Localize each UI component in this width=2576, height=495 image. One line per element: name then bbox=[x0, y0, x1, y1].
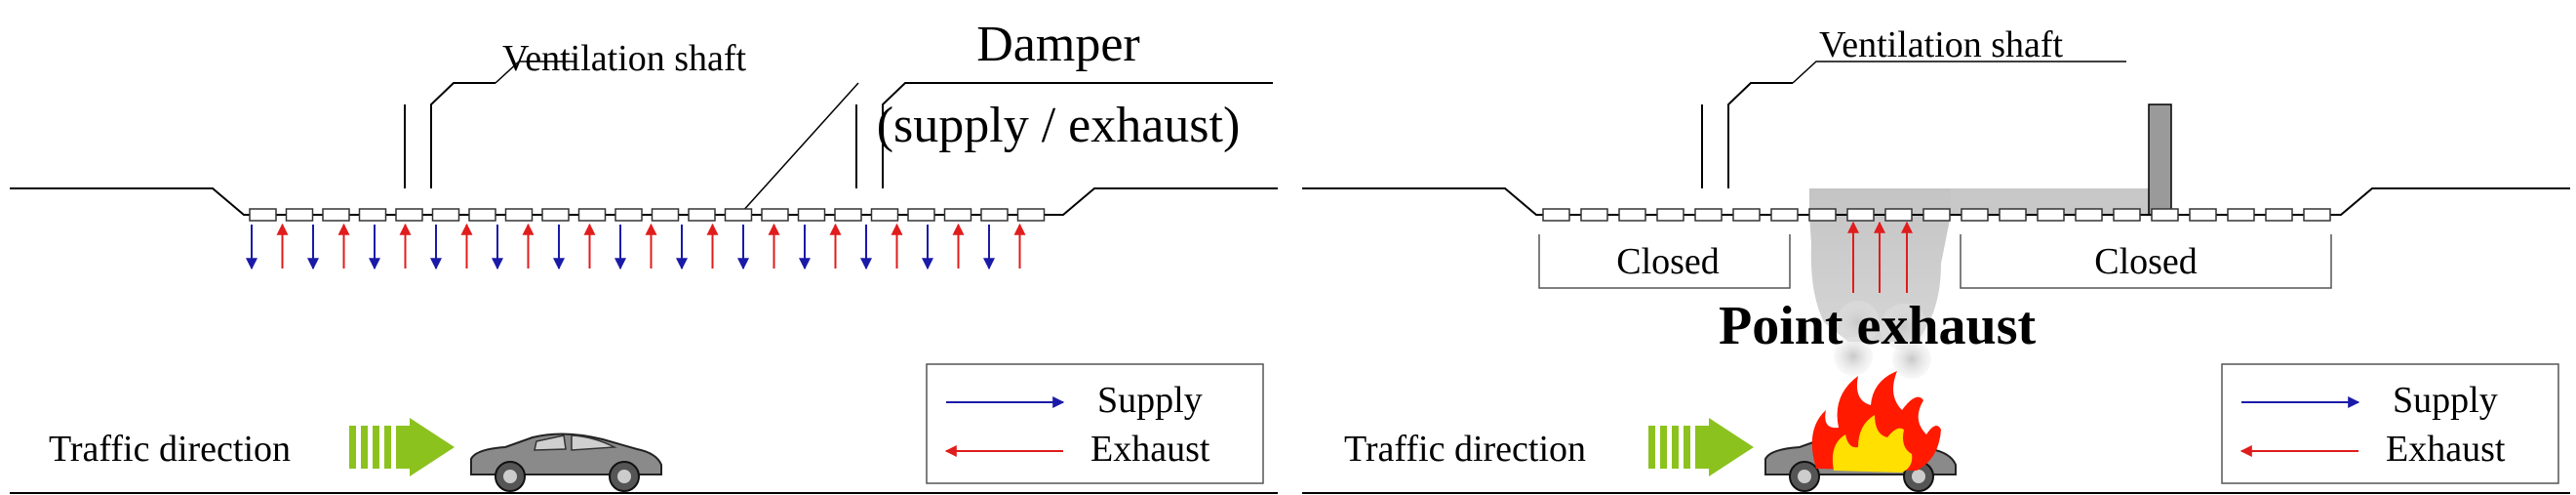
damper-icon bbox=[1732, 208, 1761, 222]
damper-icon bbox=[2037, 208, 2065, 222]
left-panel: Ventilation shaft Damper (supply / exhau… bbox=[10, 17, 1278, 494]
traffic-arrow-icon bbox=[349, 418, 455, 476]
car-icon bbox=[470, 433, 662, 492]
traffic-direction-label: Traffic direction bbox=[49, 429, 291, 470]
damper-icon bbox=[1016, 208, 1046, 222]
damper-icon bbox=[1961, 208, 1989, 222]
shaft-label: Ventilation shaft bbox=[1819, 24, 2064, 65]
damper-row bbox=[249, 208, 1046, 222]
damper-icon bbox=[1618, 208, 1646, 222]
legend: Supply Exhaust bbox=[926, 363, 1264, 484]
right-panel: Closed Closed Ventilation shaft Point ex… bbox=[1302, 24, 2570, 494]
damper-icon bbox=[1580, 208, 1608, 222]
tunnel-ceiling bbox=[10, 187, 1278, 216]
damper-icon bbox=[2303, 208, 2331, 222]
point-exhaust-label: Point exhaust bbox=[1719, 296, 2036, 356]
damper-icon bbox=[1999, 208, 2027, 222]
damper-icon bbox=[2075, 208, 2103, 222]
damper-icon bbox=[651, 208, 680, 222]
point-exhaust-arrows bbox=[1847, 221, 1913, 293]
legend-exhaust-label: Exhaust bbox=[2386, 429, 2506, 470]
shaft-wall-right bbox=[1727, 82, 1793, 188]
damper-icon bbox=[504, 208, 534, 222]
damper-row bbox=[1542, 208, 2331, 222]
damper-icon bbox=[1542, 208, 1570, 222]
closed-right-label: Closed bbox=[2094, 241, 2198, 282]
damper-icon bbox=[541, 208, 570, 222]
damper-icon bbox=[834, 208, 862, 222]
damper-icon bbox=[870, 208, 899, 222]
damper-icon bbox=[1656, 208, 1684, 222]
shaft-divider-b bbox=[882, 82, 1273, 188]
damper-icon bbox=[249, 208, 277, 222]
damper-icon bbox=[2113, 208, 2141, 222]
damper-icon bbox=[980, 208, 1009, 222]
damper-icon bbox=[322, 208, 350, 222]
damper-icon bbox=[614, 208, 643, 222]
air-flow-arrows bbox=[246, 223, 1026, 270]
damper-icon bbox=[1770, 208, 1799, 222]
legend-supply-label: Supply bbox=[1097, 380, 1203, 421]
damper-icon bbox=[1922, 208, 1951, 222]
damper-icon bbox=[2227, 208, 2255, 222]
traffic-direction-label: Traffic direction bbox=[1344, 429, 1586, 470]
damper-icon bbox=[2151, 208, 2179, 222]
shaft-wall-right bbox=[430, 82, 495, 188]
damper-icon bbox=[2189, 208, 2217, 222]
closed-left-label: Closed bbox=[1616, 241, 1720, 282]
traffic-arrow-icon bbox=[1648, 418, 1754, 476]
damper-icon bbox=[358, 208, 387, 222]
damper-icon bbox=[943, 208, 972, 222]
legend: Supply Exhaust bbox=[2221, 363, 2559, 484]
damper-label-sub: (supply / exhaust) bbox=[877, 98, 1241, 153]
fire-icon bbox=[1811, 371, 1941, 473]
damper-icon bbox=[395, 208, 423, 222]
damper-icon bbox=[285, 208, 314, 222]
damper-icon bbox=[2265, 208, 2293, 222]
legend-exhaust-label: Exhaust bbox=[1090, 429, 1210, 470]
damper-icon bbox=[468, 208, 496, 222]
damper-icon bbox=[1846, 208, 1875, 222]
damper-icon bbox=[1694, 208, 1723, 222]
damper-icon bbox=[1884, 208, 1913, 222]
damper-icon bbox=[1808, 208, 1837, 222]
damper-icon bbox=[907, 208, 935, 222]
shaft-leader bbox=[495, 61, 575, 84]
damper-icon bbox=[577, 208, 607, 222]
damper-icon bbox=[688, 208, 716, 222]
damper-leader bbox=[740, 82, 859, 214]
damper-label: Damper bbox=[976, 17, 1139, 72]
closed-bracket-left bbox=[1538, 234, 1791, 289]
damper-icon bbox=[724, 208, 753, 222]
damper-icon bbox=[761, 208, 789, 222]
shaft-label: Ventilation shaft bbox=[502, 38, 747, 79]
damper-icon bbox=[797, 208, 826, 222]
legend-supply-label: Supply bbox=[2393, 380, 2498, 421]
closed-bracket-right bbox=[1960, 234, 2332, 289]
damper-icon bbox=[431, 208, 460, 222]
shaft-leader bbox=[1792, 61, 2126, 84]
